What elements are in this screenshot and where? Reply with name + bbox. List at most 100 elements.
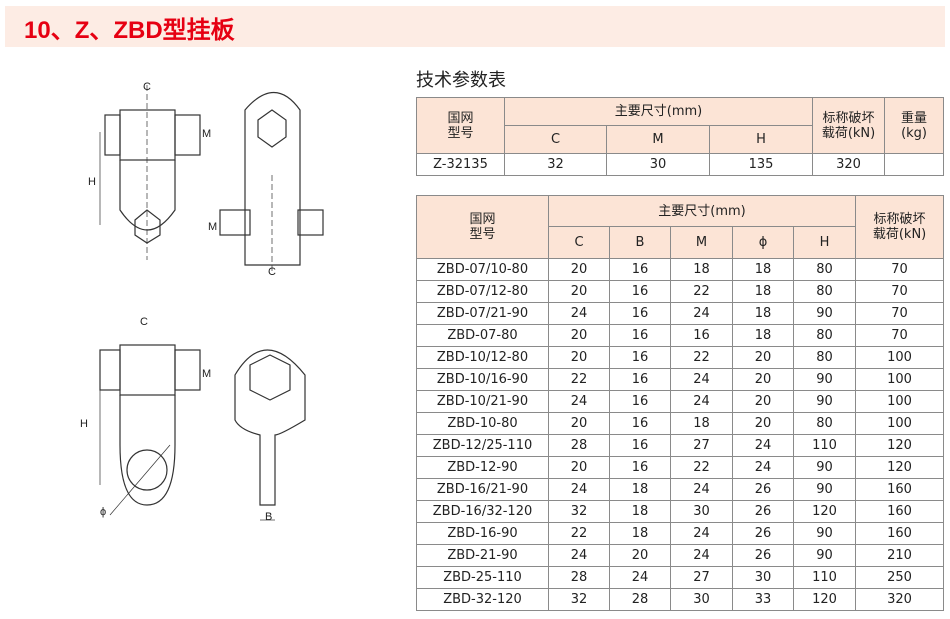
cell-phi: 20 (732, 368, 794, 391)
cell-b: 16 (609, 258, 671, 281)
header-h: H (792, 226, 857, 259)
cell-load: 120 (855, 456, 945, 479)
cell-c: 20 (548, 346, 610, 369)
cell-h: 90 (792, 478, 857, 501)
cell-b: 16 (609, 368, 671, 391)
cell-b: 18 (609, 478, 671, 501)
header-load: 标称破坏 载荷(kN) (812, 97, 886, 154)
label-m-2: M (208, 221, 217, 233)
cell-h: 110 (792, 566, 857, 589)
cell-load: 160 (855, 478, 945, 501)
cell-load: 250 (855, 566, 945, 589)
cell-model: ZBD-10/12-80 (416, 346, 549, 369)
cell-c: 20 (548, 456, 610, 479)
z-plate-front-view (99, 85, 201, 260)
cell-m: 24 (670, 544, 733, 567)
z-spec-table: 国网 型号 主要尺寸(mm) 标称破坏 载荷(kN) 重量 (kg) C M H… (416, 97, 945, 176)
cell-weight (884, 153, 945, 176)
cell-b: 18 (609, 500, 671, 523)
cell-h: 80 (792, 324, 857, 347)
cell-b: 16 (609, 434, 671, 457)
label-c-2: C (268, 266, 276, 278)
cell-phi: 33 (732, 588, 794, 611)
cell-h: 90 (792, 522, 857, 545)
cell-h: 120 (792, 588, 857, 611)
cell-b: 28 (609, 588, 671, 611)
label-m-3: M (202, 368, 211, 380)
cell-phi: 30 (732, 566, 794, 589)
label-c-1: C (143, 81, 151, 93)
cell-m: 24 (670, 522, 733, 545)
cell-b: 24 (609, 566, 671, 589)
cell-h: 80 (792, 412, 857, 435)
cell-c: 32 (504, 153, 607, 176)
technical-drawings: C M H M C C M H ϕ B (80, 81, 324, 523)
cell-phi: 20 (732, 346, 794, 369)
cell-load: 70 (855, 258, 945, 281)
cell-model: ZBD-25-110 (416, 566, 549, 589)
cell-load: 70 (855, 302, 945, 325)
z-plate-side-view (219, 92, 324, 275)
cell-model: ZBD-12/25-110 (416, 434, 549, 457)
cell-m: 22 (670, 280, 733, 303)
cell-model: ZBD-07/12-80 (416, 280, 549, 303)
cell-b: 16 (609, 390, 671, 413)
cell-c: 32 (548, 500, 610, 523)
cell-h: 90 (792, 302, 857, 325)
cell-b: 16 (609, 324, 671, 347)
cell-c: 22 (548, 522, 610, 545)
cell-load: 210 (855, 544, 945, 567)
cell-h: 80 (792, 258, 857, 281)
cell-m: 22 (670, 346, 733, 369)
cell-phi: 24 (732, 434, 794, 457)
cell-model: ZBD-10-80 (416, 412, 549, 435)
cell-phi: 26 (732, 478, 794, 501)
cell-m: 30 (606, 153, 710, 176)
cell-b: 20 (609, 544, 671, 567)
table-row: Z-32135 32 30 135 320 (416, 153, 945, 176)
cell-phi: 26 (732, 544, 794, 567)
cell-c: 24 (548, 302, 610, 325)
cell-model: ZBD-07-80 (416, 324, 549, 347)
cell-b: 18 (609, 522, 671, 545)
cell-h: 120 (792, 500, 857, 523)
cell-load: 100 (855, 390, 945, 413)
header-c: C (504, 125, 607, 154)
cell-m: 18 (670, 258, 733, 281)
cell-h: 90 (792, 544, 857, 567)
header-b: B (609, 226, 671, 259)
cell-m: 18 (670, 412, 733, 435)
cell-model: ZBD-12-90 (416, 456, 549, 479)
zbd-spec-table: 国网 型号 主要尺寸(mm) 标称破坏 载荷(kN) C B M ϕ H ZBD… (416, 195, 945, 611)
cell-model: ZBD-16-90 (416, 522, 549, 545)
cell-h: 90 (792, 456, 857, 479)
cell-model: ZBD-16/32-120 (416, 500, 549, 523)
cell-m: 30 (670, 588, 733, 611)
cell-load: 100 (855, 412, 945, 435)
cell-load: 160 (855, 522, 945, 545)
cell-c: 28 (548, 566, 610, 589)
cell-b: 16 (609, 302, 671, 325)
cell-b: 16 (609, 280, 671, 303)
cell-load: 320 (855, 588, 945, 611)
header-dims: 主要尺寸(mm) (503, 97, 814, 126)
cell-phi: 20 (732, 412, 794, 435)
cell-b: 16 (609, 412, 671, 435)
cell-c: 20 (548, 280, 610, 303)
cell-phi: 18 (732, 280, 794, 303)
cell-h: 110 (792, 434, 857, 457)
cell-c: 24 (548, 390, 610, 413)
cell-h: 80 (792, 280, 857, 303)
header-dims: 主要尺寸(mm) (547, 195, 857, 227)
cell-phi: 26 (732, 500, 794, 523)
